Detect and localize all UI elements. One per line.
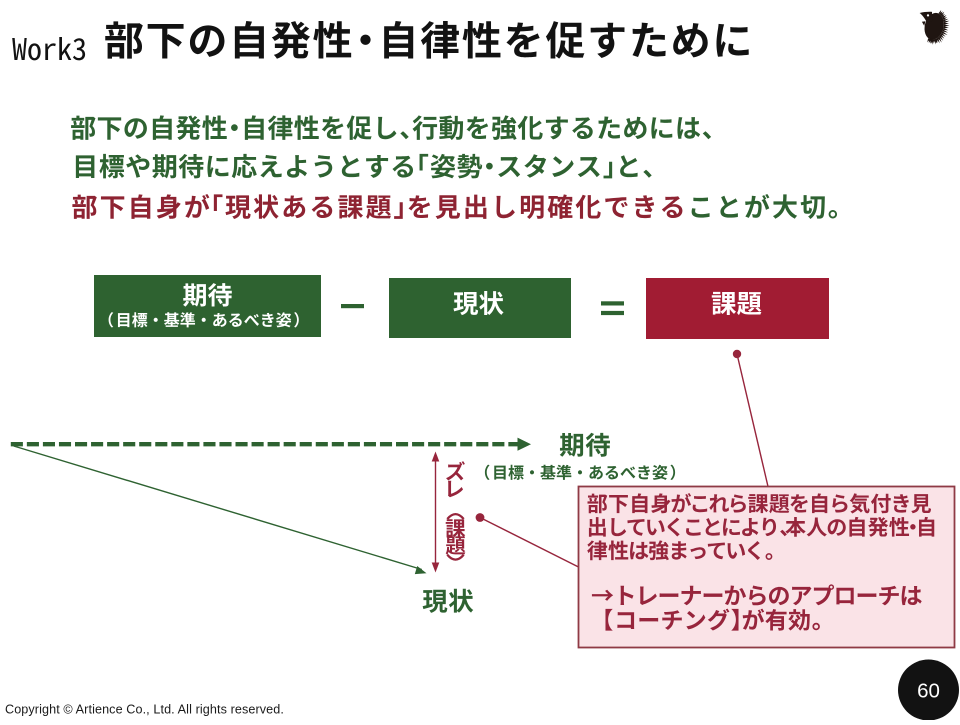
svg-text:Copyright © Artience Co., Ltd.: Copyright © Artience Co., Ltd. All right… <box>5 703 284 717</box>
svg-text:60: 60 <box>917 679 940 702</box>
